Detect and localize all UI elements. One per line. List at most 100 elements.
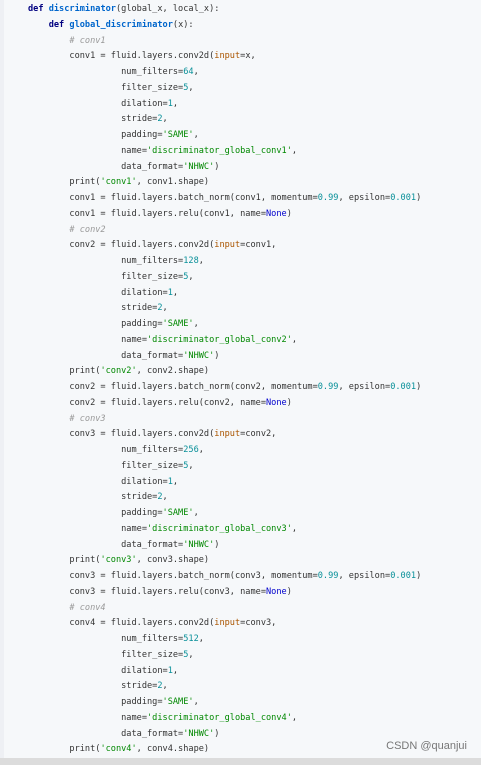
code-token: input <box>214 51 241 62</box>
code-token: discriminator <box>48 4 116 14</box>
code-token: ) <box>286 586 292 597</box>
code-token: 0.001 <box>390 571 417 581</box>
code-token: , <box>188 271 194 282</box>
code-token: 0.001 <box>390 382 417 392</box>
code-token: print( <box>28 366 101 377</box>
code-token: 'SAME' <box>162 130 194 140</box>
code-line: data_format='NHWC') <box>28 538 219 554</box>
code-token: data_format= <box>28 350 184 361</box>
code-line: filter_size=5, <box>28 459 194 475</box>
code-line: name='discriminator_global_conv2', <box>28 333 297 349</box>
code-token: 5 <box>183 649 189 660</box>
code-line: conv2 = fluid.layers.conv2d(input=conv1, <box>28 238 276 254</box>
code-line: stride=2, <box>28 112 168 128</box>
code-token: , <box>198 256 204 266</box>
code-line: conv4 = fluid.layers.conv2d(input=conv3, <box>28 616 276 632</box>
code-token: 1 <box>167 98 173 109</box>
code-token: padding= <box>28 508 163 518</box>
code-token: (global_x, local_x): <box>115 4 220 14</box>
code-token: filter_size= <box>28 649 184 660</box>
code-token: 'discriminator_global_conv4' <box>147 712 292 723</box>
code-token: # conv3 <box>28 413 106 424</box>
code-token: print( <box>28 555 101 566</box>
code-line: filter_size=5, <box>28 270 194 286</box>
code-token: data_format= <box>28 539 184 550</box>
code-line: padding='SAME', <box>28 317 199 333</box>
code-token: 2 <box>157 492 163 503</box>
code-token: data_format= <box>28 161 184 172</box>
code-token: , <box>291 145 298 156</box>
code-line: num_filters=256, <box>28 443 204 459</box>
code-token: , <box>162 114 168 125</box>
code-token: # conv1 <box>28 35 106 46</box>
code-token: data_format= <box>28 728 184 739</box>
code-token: stride= <box>28 303 158 314</box>
code-token: , <box>193 508 199 518</box>
code-line: padding='SAME', <box>28 506 199 522</box>
code-token: name= <box>28 334 147 345</box>
code-token: input <box>214 429 241 440</box>
code-token: 5 <box>183 82 189 93</box>
code-token: 'SAME' <box>162 697 194 707</box>
code-line: padding='SAME', <box>28 128 199 144</box>
code-token: conv3 = fluid.layers.relu(conv3, name= <box>28 586 266 597</box>
code-token: , <box>193 130 199 140</box>
code-token: 0.001 <box>390 193 417 203</box>
code-token: , <box>188 460 194 471</box>
code-line: conv2 = fluid.layers.batch_norm(conv2, m… <box>28 380 421 396</box>
code-token: , <box>193 697 199 707</box>
code-token: padding= <box>28 319 163 329</box>
code-token: ) <box>286 208 292 219</box>
code-token: 'NHWC' <box>183 539 215 550</box>
code-token: ) <box>214 728 220 739</box>
code-line: # conv4 <box>28 601 106 617</box>
code-token: ) <box>416 382 422 392</box>
code-line: print('conv3', conv3.shape) <box>28 553 209 569</box>
code-line: dilation=1, <box>28 97 178 113</box>
code-token: None <box>266 397 287 408</box>
code-token: =conv1, <box>240 240 277 251</box>
code-token: None <box>266 586 287 597</box>
code-line: conv2 = fluid.layers.relu(conv2, name=No… <box>28 396 292 412</box>
code-token: , <box>291 334 298 345</box>
code-token: stride= <box>28 114 158 125</box>
code-token: =conv3, <box>240 618 277 629</box>
code-token: # conv4 <box>28 602 106 613</box>
code-token: conv2 = fluid.layers.conv2d( <box>28 240 215 251</box>
code-token: 2 <box>157 114 163 125</box>
code-token: 64 <box>183 67 194 77</box>
code-line: name='discriminator_global_conv1', <box>28 144 297 160</box>
code-token: conv3 = fluid.layers.batch_norm(conv3, m… <box>28 571 318 581</box>
code-line: print('conv1', conv1.shape) <box>28 175 209 191</box>
code-token: padding= <box>28 697 163 707</box>
code-line: dilation=1, <box>28 664 178 680</box>
code-token: stride= <box>28 681 158 692</box>
code-token: , conv3.shape) <box>136 555 210 566</box>
code-token: name= <box>28 523 147 534</box>
code-line: stride=2, <box>28 490 168 506</box>
code-token: conv1 = fluid.layers.batch_norm(conv1, m… <box>28 193 318 203</box>
code-token: conv2 = fluid.layers.batch_norm(conv2, m… <box>28 382 318 392</box>
code-token: ) <box>416 571 422 581</box>
code-token: , conv2.shape) <box>136 366 210 377</box>
code-token: , <box>172 665 179 676</box>
code-line: conv1 = fluid.layers.batch_norm(conv1, m… <box>28 191 421 207</box>
code-token: , conv4.shape) <box>136 744 210 755</box>
code-line: conv1 = fluid.layers.relu(conv1, name=No… <box>28 207 292 223</box>
horizontal-scrollbar[interactable] <box>0 758 481 765</box>
code-token: , <box>172 476 179 487</box>
code-token: print( <box>28 744 101 755</box>
code-token: ) <box>416 193 422 203</box>
code-token: 'conv2' <box>100 366 137 377</box>
code-line: padding='SAME', <box>28 695 199 711</box>
code-token: 'SAME' <box>162 319 194 329</box>
code-token: ) <box>214 161 220 172</box>
code-line: conv3 = fluid.layers.conv2d(input=conv2, <box>28 427 276 443</box>
code-token: def <box>28 4 49 14</box>
code-token: num_filters= <box>28 634 184 644</box>
code-line: filter_size=5, <box>28 648 193 664</box>
code-token: (x): <box>172 19 194 30</box>
code-token: 'NHWC' <box>183 350 215 361</box>
code-token: 5 <box>183 271 189 282</box>
code-token: 'SAME' <box>162 508 194 518</box>
